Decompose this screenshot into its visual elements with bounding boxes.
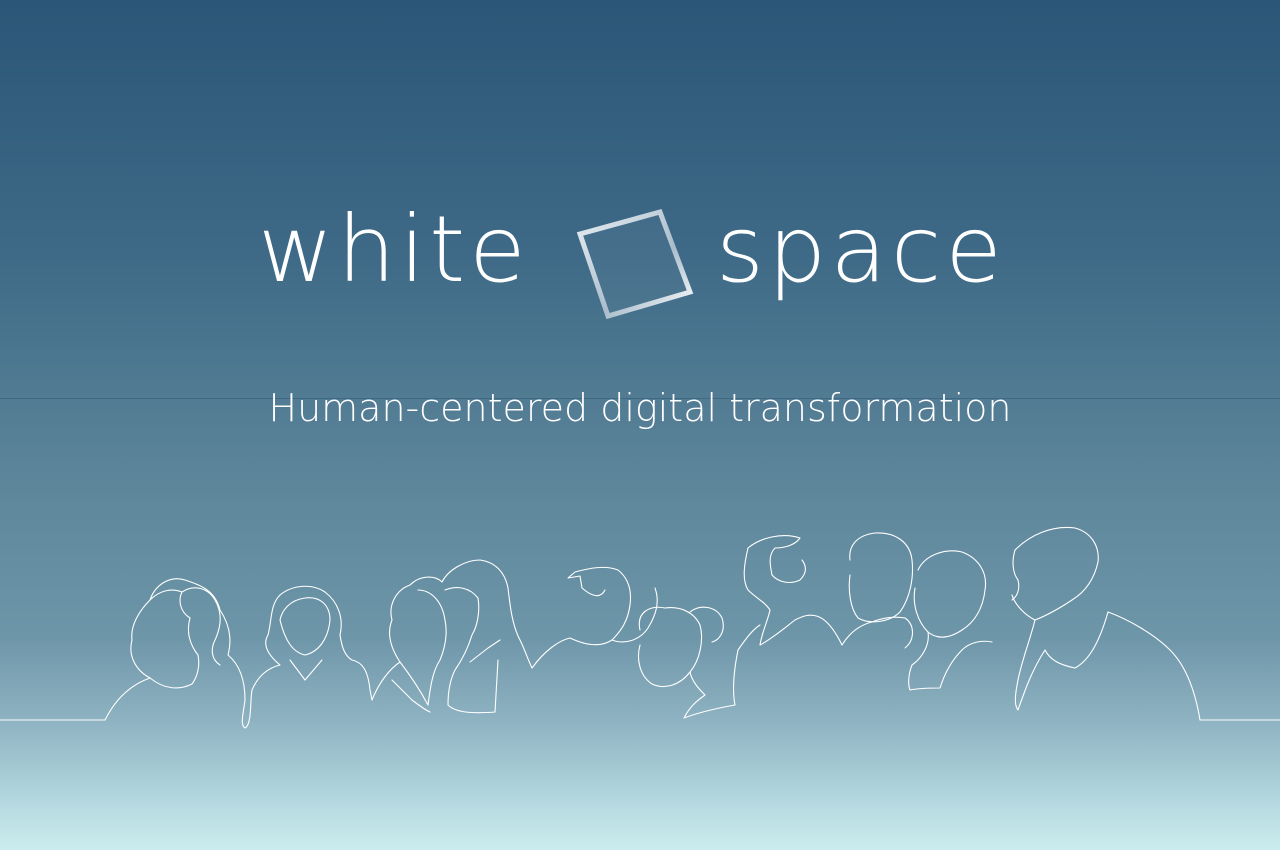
people-line-art-icon — [0, 526, 1280, 729]
tilted-square-icon — [576, 208, 694, 320]
tagline: Human-centered digital transformation — [268, 386, 1012, 430]
logo-word-space: space — [716, 196, 1006, 303]
logo-word-white: white — [258, 196, 530, 303]
horizontal-divider — [0, 398, 1280, 399]
